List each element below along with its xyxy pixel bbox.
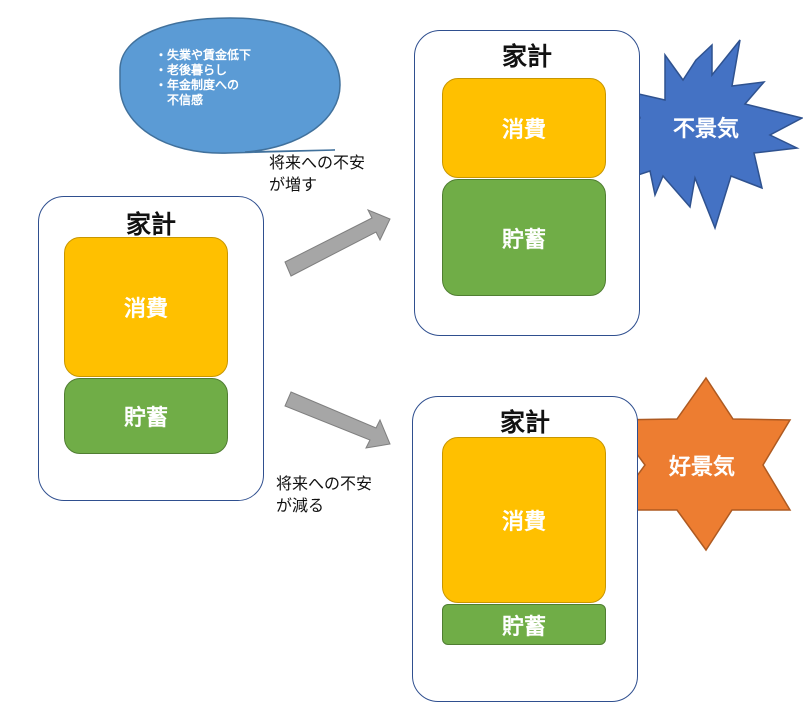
household-anxiety-down: 家計 消費 貯蓄: [412, 396, 638, 702]
consumption-block: 消費: [442, 78, 606, 178]
household-title: 家計: [499, 408, 550, 437]
recession-label: 不景気: [673, 116, 739, 142]
caption-anxiety-up: 将来への不安 が増す: [269, 153, 366, 194]
boom-label: 好景気: [668, 454, 735, 480]
household-baseline: 家計 消費 貯蓄: [38, 196, 264, 501]
boom-star-icon: 好景気: [610, 376, 792, 552]
household-anxiety-up: 家計 消費 貯蓄: [414, 30, 640, 336]
consumption-block: 消費: [64, 237, 228, 377]
arrow-down: [284, 391, 391, 449]
household-title: 家計: [125, 210, 176, 239]
bubble-item: 年金制度への 不信感: [155, 78, 251, 108]
savings-block: 貯蓄: [64, 378, 228, 454]
bubble-item: 失業や賃金低下: [155, 48, 251, 63]
caption-anxiety-down: 将来への不安 が減る: [276, 474, 373, 515]
arrow-up: [284, 209, 391, 277]
savings-block: 貯蓄: [442, 179, 606, 296]
bubble-concerns-list: 失業や賃金低下 老後暮らし 年金制度への 不信感: [155, 48, 251, 108]
consumption-block: 消費: [442, 437, 606, 603]
bubble-item: 老後暮らし: [155, 63, 251, 78]
household-title: 家計: [501, 42, 552, 71]
savings-block: 貯蓄: [442, 604, 606, 645]
